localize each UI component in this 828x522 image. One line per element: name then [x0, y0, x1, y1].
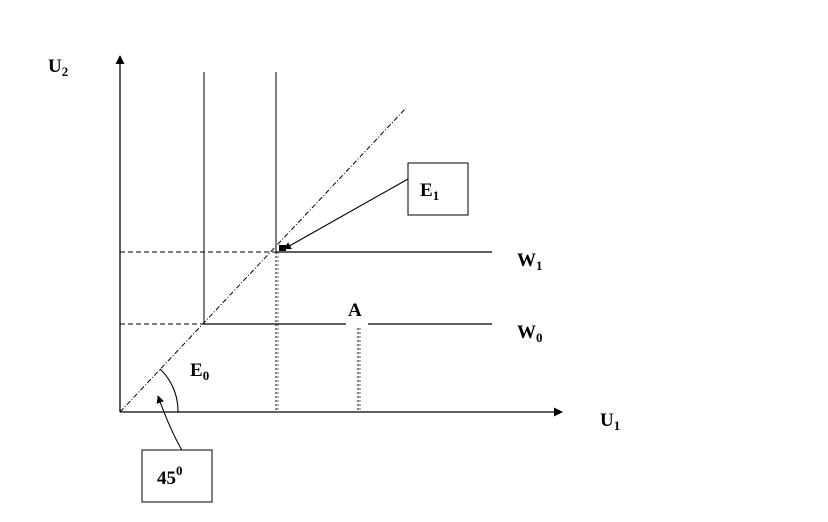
- w1-label: W1: [517, 250, 543, 273]
- point-a-label: A: [348, 300, 362, 321]
- e1-label-box: [407, 162, 469, 216]
- e0-label: E0: [190, 360, 209, 383]
- point-a-gap: [346, 322, 368, 326]
- angle-label: 450: [157, 463, 183, 489]
- point-e1: [279, 245, 286, 251]
- angle-label-box: [141, 449, 213, 503]
- u2-axis-label: U2: [48, 56, 68, 79]
- e1-label: E1: [420, 180, 439, 203]
- angle-arc: [159, 368, 179, 413]
- e1-callout-arrow: [283, 178, 409, 250]
- angle-callout-arrow: [156, 395, 184, 453]
- w0-label: W0: [517, 322, 543, 345]
- u1-axis-label: U1: [600, 410, 620, 433]
- forty-five-degree-line: [119, 107, 407, 413]
